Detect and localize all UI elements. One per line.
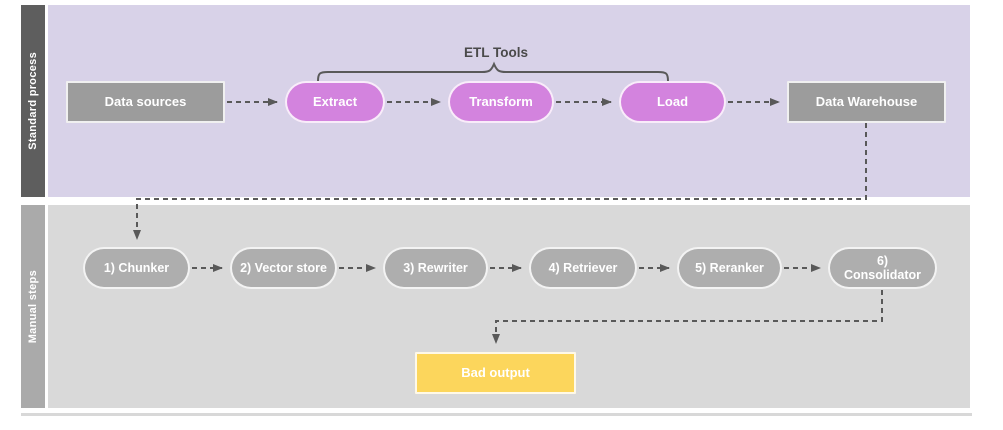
bottom-divider-line	[21, 413, 972, 416]
lane-label-standard-process: Standard process	[21, 5, 45, 197]
node-transform: Transform	[448, 81, 554, 123]
node-bad-output: Bad output	[415, 352, 576, 394]
node-chunker: 1) Chunker	[83, 247, 190, 289]
node-data-warehouse: Data Warehouse	[787, 81, 946, 123]
node-retriever: 4) Retriever	[529, 247, 637, 289]
node-rewriter: 3) Rewriter	[383, 247, 488, 289]
node-extract: Extract	[285, 81, 385, 123]
lane-label-manual-steps-text: Manual steps	[27, 269, 39, 344]
lane-label-standard-process-text: Standard process	[27, 52, 39, 150]
node-reranker: 5) Reranker	[677, 247, 782, 289]
etl-tools-group-label: ETL Tools	[464, 45, 528, 60]
node-data-sources: Data sources	[66, 81, 225, 123]
node-consolidator: 6) Consolidator	[828, 247, 937, 289]
node-load: Load	[619, 81, 726, 123]
lane-label-manual-steps: Manual steps	[21, 205, 45, 408]
node-vector-store: 2) Vector store	[230, 247, 337, 289]
